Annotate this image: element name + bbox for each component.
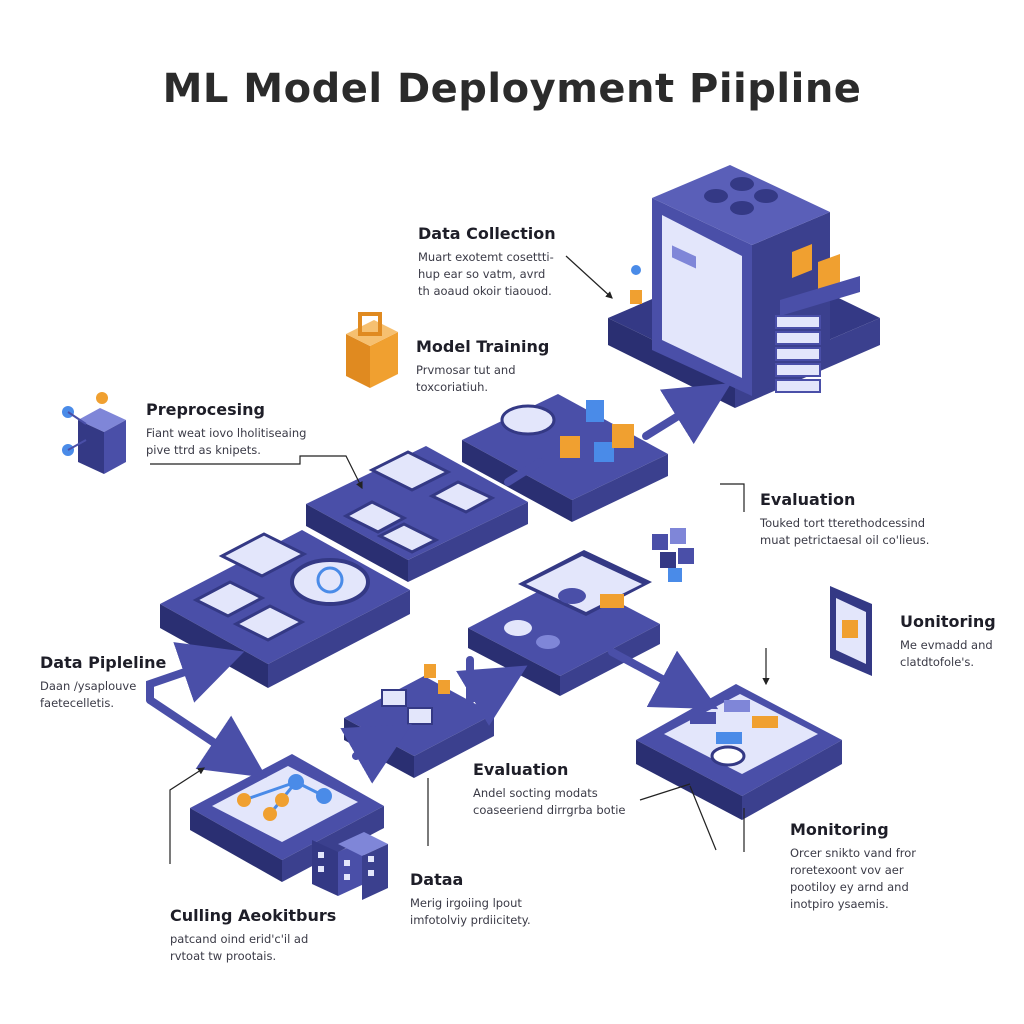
label-text: Orcer snikto vand fror roretexoont vov a… bbox=[790, 846, 917, 911]
server-stack bbox=[775, 315, 821, 393]
cube-cluster-icon bbox=[652, 528, 694, 582]
label-text: Me evmadd and clatdtofole's. bbox=[900, 638, 993, 669]
label-text: Daan /ysaplouve faetecelletis. bbox=[40, 679, 137, 710]
leader-lines bbox=[150, 255, 770, 864]
label-heading: Dataa bbox=[410, 870, 464, 889]
label-preprocessing: Preprocesing Fiant weat iovo lholitiseai… bbox=[146, 400, 306, 459]
label-heading: Uonitoring bbox=[900, 612, 996, 631]
label-evaluation-mid: Evaluation Andel socting modats coaseeri… bbox=[473, 760, 625, 819]
label-monitoring-top: Uonitoring Me evmadd and clatdtofole's. bbox=[900, 612, 996, 671]
data-cubes bbox=[312, 832, 388, 900]
label-heading: Model Training bbox=[416, 337, 550, 356]
label-culling: Culling Aeokitburs patcand oind erid'c'i… bbox=[170, 906, 336, 965]
label-heading: Preprocesing bbox=[146, 400, 265, 419]
label-heading: Monitoring bbox=[790, 820, 889, 839]
label-data-pipeline: Data Pipleline Daan /ysaplouve faetecell… bbox=[40, 653, 166, 712]
diagram-title: ML Model Deployment Piipline bbox=[162, 66, 862, 112]
label-text: Fiant weat iovo lholitiseaing pive ttrd … bbox=[146, 426, 307, 457]
device-icon bbox=[62, 392, 126, 474]
preprocessing-platform bbox=[306, 446, 528, 582]
tablet-icon bbox=[830, 586, 872, 676]
label-monitoring-bottom: Monitoring Orcer snikto vand fror rorete… bbox=[790, 820, 916, 913]
label-heading: Culling Aeokitburs bbox=[170, 906, 337, 925]
workflow-platform bbox=[190, 754, 384, 882]
label-text: Prvmosar tut and toxcoriatiuh. bbox=[416, 363, 516, 394]
label-model-training: Model Training Prvmosar tut and toxcoria… bbox=[416, 337, 549, 396]
label-heading: Data Pipleline bbox=[40, 653, 167, 672]
monitoring-platform bbox=[636, 684, 842, 820]
label-text: Andel socting modats coaseeriend dirrgrb… bbox=[473, 786, 626, 817]
label-heading: Evaluation bbox=[473, 760, 569, 779]
server-tower bbox=[608, 165, 880, 408]
lock-icon bbox=[346, 312, 398, 388]
label-data-bottom: Dataa Merig irgoiing lpout imfotolviy pr… bbox=[410, 870, 531, 929]
label-data-collection: Data Collection Muart exotemt cosettti- … bbox=[418, 224, 556, 300]
label-text: Merig irgoiing lpout imfotolviy prdiicit… bbox=[410, 896, 531, 927]
data-pipeline-platform bbox=[160, 530, 410, 688]
label-heading: Evaluation bbox=[760, 490, 856, 509]
label-text: patcand oind erid'c'il ad rvtoat tw proo… bbox=[170, 932, 309, 963]
pipeline-arrows bbox=[146, 383, 732, 784]
dashboard-platform bbox=[468, 550, 660, 696]
label-heading: Data Collection bbox=[418, 224, 556, 243]
label-text: Muart exotemt cosettti- hup ear so vatm,… bbox=[418, 250, 554, 298]
label-evaluation-top: Evaluation Touked tort tterethodcessind … bbox=[760, 490, 929, 549]
label-text: Touked tort tterethodcessind muat petric… bbox=[760, 516, 930, 547]
